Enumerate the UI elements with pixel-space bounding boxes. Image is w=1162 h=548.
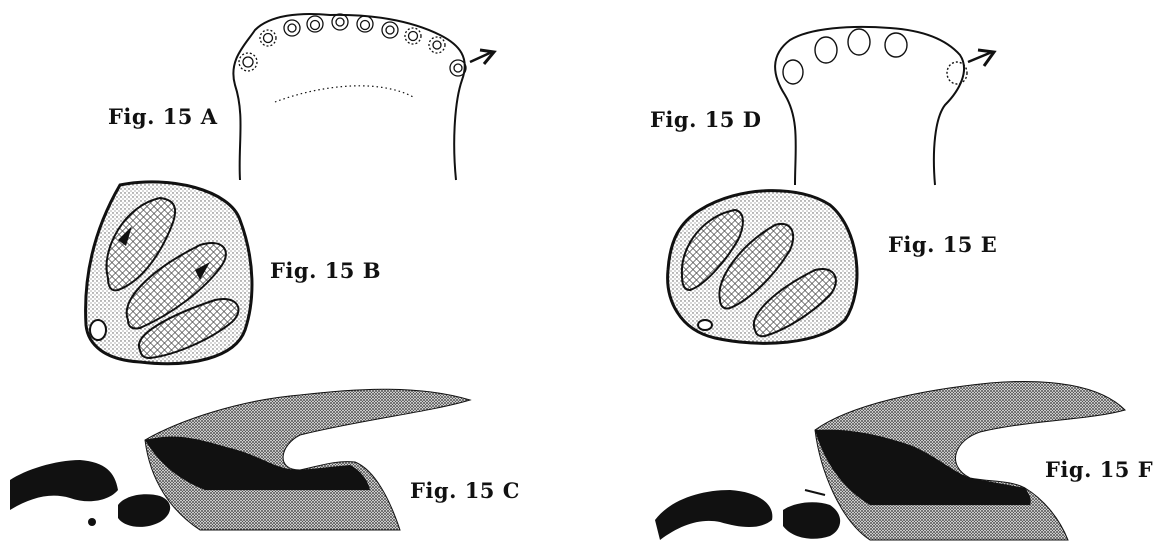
fig-15c-drawing [10, 389, 470, 530]
fig-15b-drawing [86, 182, 252, 364]
fig-15d-label: Fig. 15 D [650, 107, 761, 132]
fig-15e-drawing [668, 191, 857, 344]
fig-15d-drawing [775, 27, 994, 185]
fig-15a-label: Fig. 15 A [108, 104, 218, 129]
fig-15a-drawing [233, 14, 494, 180]
fig-15f-label: Fig. 15 F [1045, 457, 1153, 482]
fig-15e-label: Fig. 15 E [888, 232, 997, 257]
fig-15c-label: Fig. 15 C [410, 478, 520, 503]
fig-15b-label: Fig. 15 B [270, 258, 381, 283]
